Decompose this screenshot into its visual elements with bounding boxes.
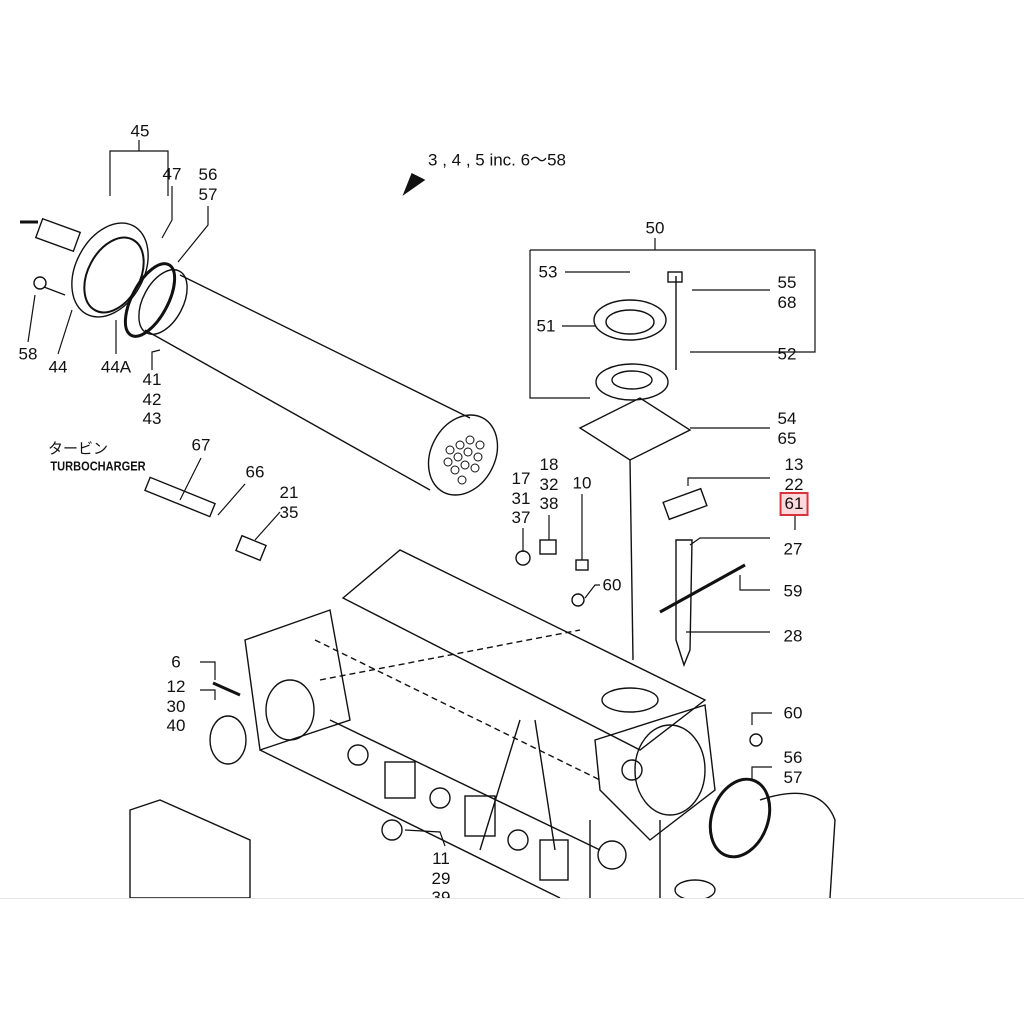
callout-60[interactable]: 60 <box>602 575 622 595</box>
callout-56[interactable]: 56 <box>198 165 218 184</box>
callout-54[interactable]: 54 <box>777 409 797 428</box>
callout-59[interactable]: 59 <box>783 581 803 601</box>
callout-6[interactable]: 6 <box>171 652 181 672</box>
assembly-note: 3 , 4 , 5 inc. 6～58 <box>428 150 566 170</box>
callout-10[interactable]: 10 <box>572 473 592 493</box>
callout-45[interactable]: 45 <box>130 121 150 141</box>
callout-56-lower[interactable]: 56 <box>783 748 803 767</box>
callout-29[interactable]: 29 <box>431 868 451 888</box>
callout-41[interactable]: 41 <box>142 370 162 389</box>
callout-65[interactable]: 65 <box>777 428 797 448</box>
cover-assembly <box>578 271 692 661</box>
callout-57[interactable]: 57 <box>198 184 218 204</box>
exploded-parts-drawing <box>20 140 836 898</box>
callout-66[interactable]: 66 <box>245 462 265 482</box>
callout-30[interactable]: 30 <box>166 696 186 716</box>
callout-61-highlighted[interactable]: 61 <box>779 492 809 516</box>
callout-52[interactable]: 52 <box>777 344 797 364</box>
oil-cooler-housing <box>129 549 836 898</box>
callout-21[interactable]: 21 <box>279 483 299 502</box>
callout-13[interactable]: 13 <box>784 455 804 474</box>
callout-42[interactable]: 42 <box>142 389 162 409</box>
fittings <box>144 476 772 859</box>
oil-cooler-core <box>20 217 499 496</box>
callout-22[interactable]: 22 <box>784 474 804 494</box>
callout-31[interactable]: 31 <box>511 488 531 508</box>
callout-40[interactable]: 40 <box>166 716 186 735</box>
callout-58[interactable]: 58 <box>18 344 38 364</box>
callout-50[interactable]: 50 <box>645 218 665 238</box>
callout-60-lower[interactable]: 60 <box>783 703 803 723</box>
callout-44[interactable]: 44 <box>48 357 68 377</box>
turbocharger-label: TURBOCHARGER <box>50 458 146 474</box>
callout-43[interactable]: 43 <box>142 409 162 428</box>
view-direction-arrow <box>402 173 426 196</box>
callout-37[interactable]: 37 <box>511 508 531 527</box>
callout-17[interactable]: 17 <box>511 469 531 488</box>
diagram-canvas: 3 , 4 , 5 inc. 6～58 タービン TURBOCHARGER 45… <box>0 121 1024 899</box>
callout-38[interactable]: 38 <box>539 494 559 513</box>
callout-32[interactable]: 32 <box>539 474 559 494</box>
callout-11[interactable]: 11 <box>432 849 450 868</box>
callout-12[interactable]: 12 <box>166 677 186 696</box>
callout-68[interactable]: 68 <box>777 292 797 312</box>
callout-53[interactable]: 53 <box>538 262 558 282</box>
callout-35[interactable]: 35 <box>279 502 299 522</box>
callout-57-lower[interactable]: 57 <box>783 767 803 787</box>
callout-44a[interactable]: 44A <box>100 357 132 377</box>
callout-47[interactable]: 47 <box>162 164 182 184</box>
turbocharger-label-jp: タービン <box>47 440 109 458</box>
callout-18[interactable]: 18 <box>539 455 559 474</box>
callout-39[interactable]: 39 <box>431 888 451 899</box>
callout-51[interactable]: 51 <box>536 316 556 336</box>
leader-lines <box>27 140 816 847</box>
callout-27[interactable]: 27 <box>783 539 803 559</box>
callout-28[interactable]: 28 <box>783 626 803 646</box>
callout-67[interactable]: 67 <box>191 435 211 455</box>
callout-55[interactable]: 55 <box>777 273 797 292</box>
